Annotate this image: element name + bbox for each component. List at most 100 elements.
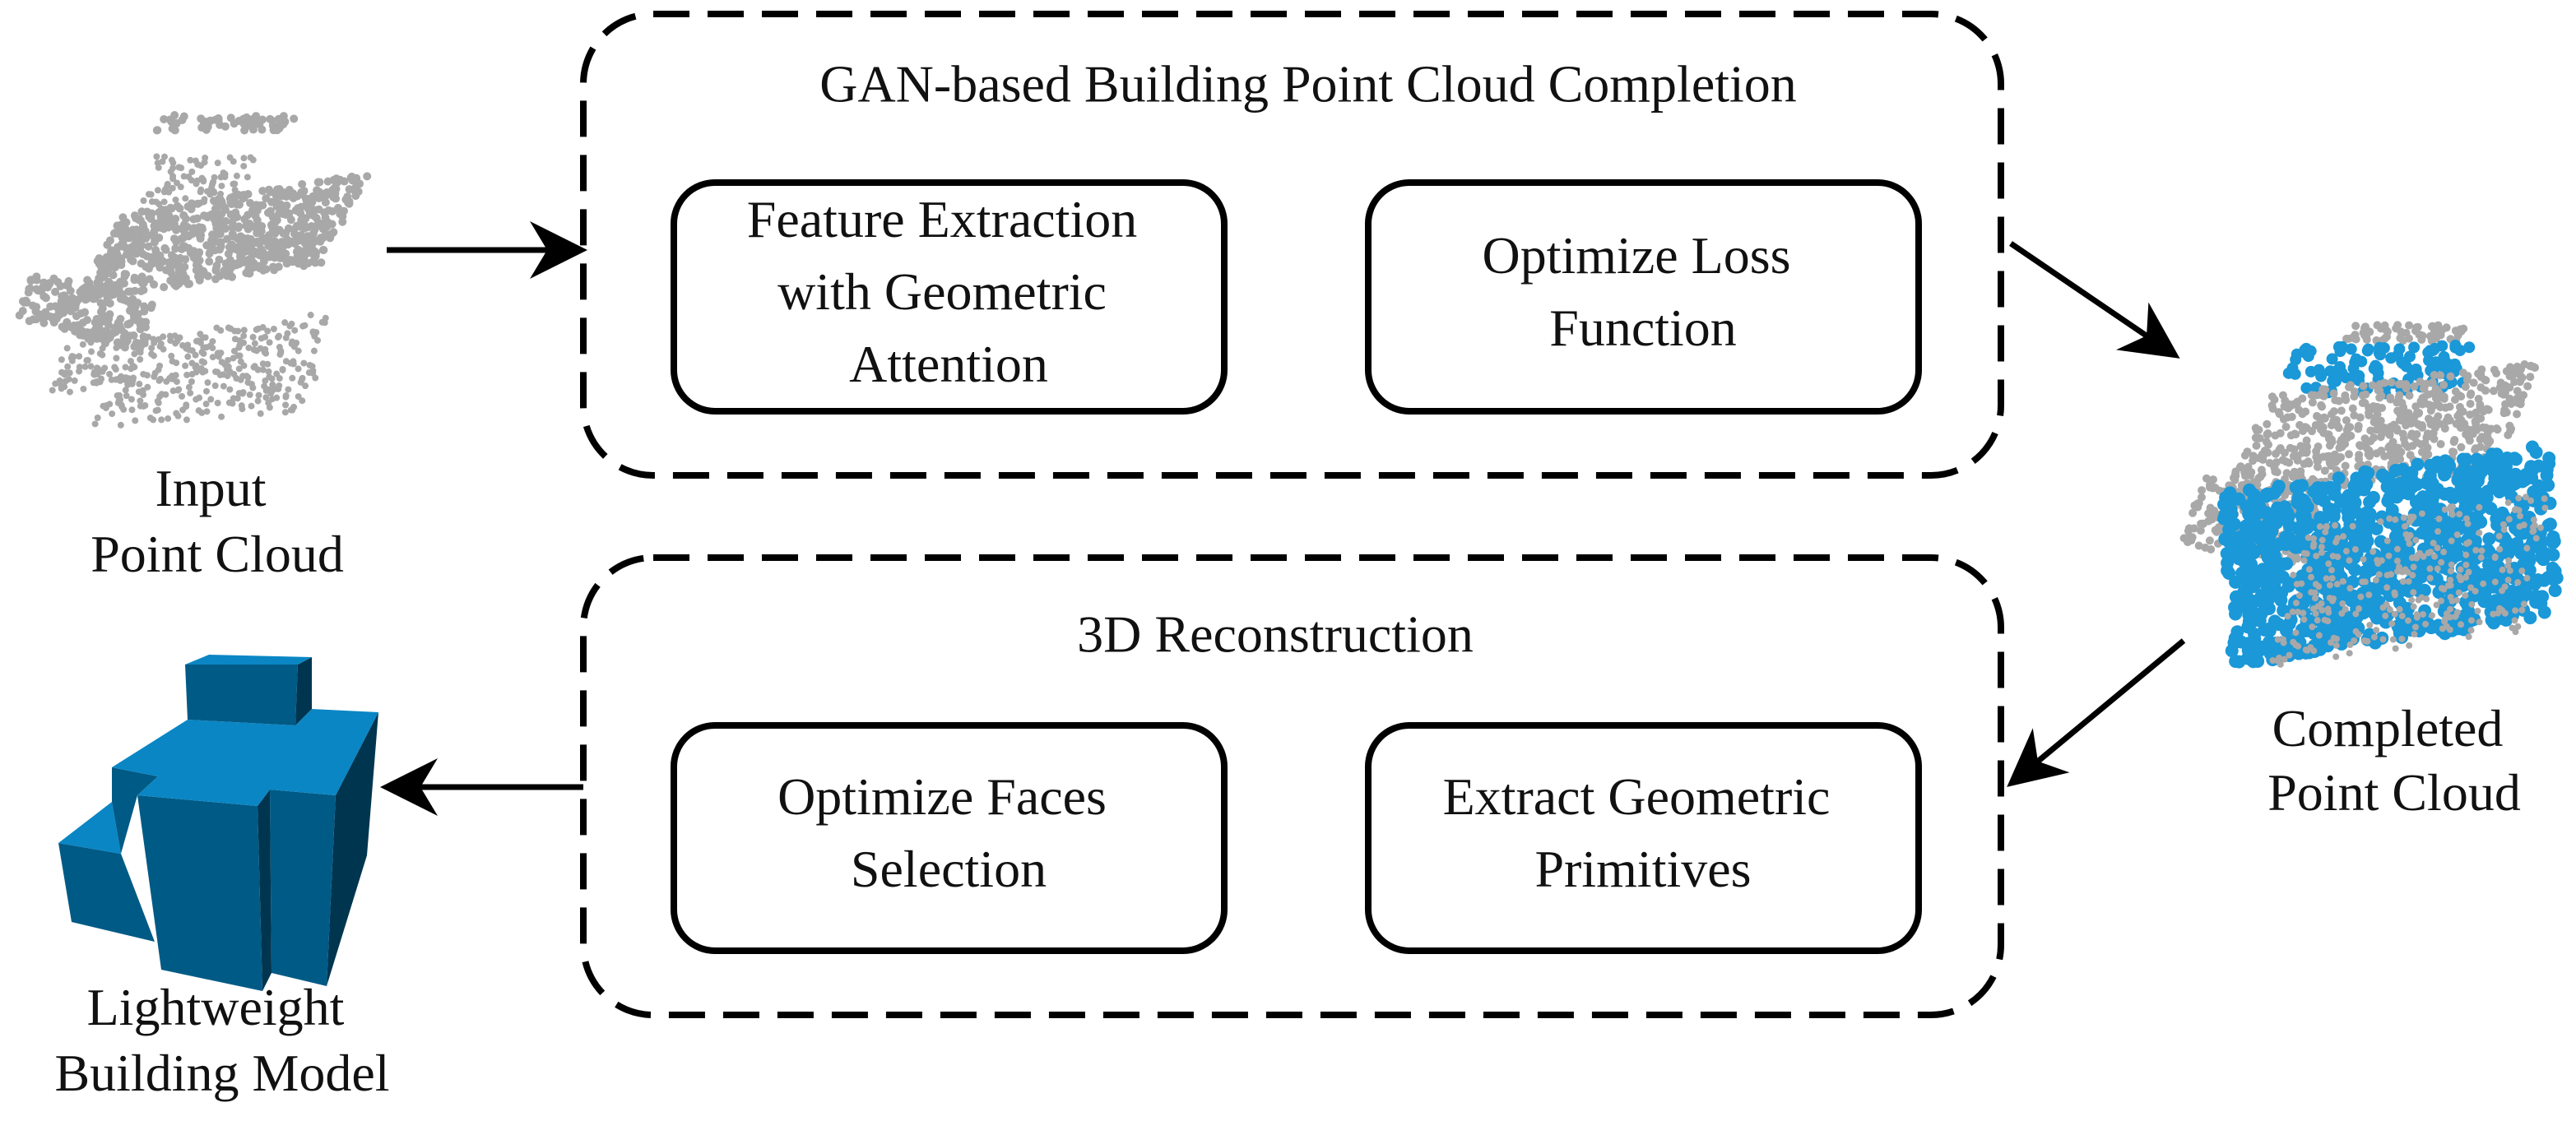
point xyxy=(170,126,179,135)
point xyxy=(189,215,198,224)
point xyxy=(2304,534,2312,541)
point xyxy=(276,350,284,358)
point xyxy=(281,117,290,126)
point xyxy=(2281,655,2288,663)
point xyxy=(2251,433,2260,442)
point xyxy=(92,314,101,323)
point xyxy=(2362,333,2371,342)
point xyxy=(2516,523,2523,530)
point xyxy=(2369,521,2383,535)
point xyxy=(178,267,187,276)
point xyxy=(141,227,150,236)
point xyxy=(2198,486,2207,495)
point xyxy=(2276,428,2285,438)
point xyxy=(282,401,290,409)
point xyxy=(2534,596,2548,610)
point xyxy=(2307,391,2316,400)
point xyxy=(169,184,176,192)
point xyxy=(216,371,224,378)
point xyxy=(2447,605,2454,613)
point xyxy=(174,261,183,270)
point xyxy=(2462,592,2469,600)
point xyxy=(2540,468,2554,482)
point xyxy=(255,391,262,399)
point xyxy=(140,197,147,205)
point xyxy=(182,195,189,202)
point xyxy=(2372,425,2381,434)
point xyxy=(2218,532,2232,546)
point xyxy=(259,324,267,331)
point xyxy=(2307,644,2314,651)
point xyxy=(2327,375,2339,387)
point xyxy=(2257,596,2271,610)
point xyxy=(2499,587,2506,595)
point xyxy=(2398,612,2406,619)
point xyxy=(130,374,137,382)
point xyxy=(78,327,87,336)
point xyxy=(172,118,181,127)
point xyxy=(2520,600,2527,608)
point xyxy=(2412,323,2421,332)
point xyxy=(2513,410,2522,419)
point xyxy=(2362,512,2376,526)
point xyxy=(135,344,142,351)
point xyxy=(2470,510,2484,524)
point xyxy=(2302,350,2314,363)
point xyxy=(2382,612,2389,619)
point xyxy=(2539,547,2553,561)
point xyxy=(2236,462,2245,471)
point xyxy=(2300,557,2308,564)
point xyxy=(2398,635,2406,642)
point xyxy=(2467,617,2475,624)
point xyxy=(2541,504,2549,512)
extract-primitives-box xyxy=(1365,722,1922,954)
point xyxy=(338,217,347,226)
point xyxy=(255,264,264,273)
point xyxy=(363,172,372,181)
point xyxy=(2441,506,2448,513)
point xyxy=(2416,549,2424,557)
point xyxy=(131,364,138,371)
point xyxy=(2362,343,2374,355)
point xyxy=(2481,376,2490,385)
point xyxy=(2440,549,2448,556)
point xyxy=(2392,516,2399,523)
point xyxy=(179,112,188,121)
point xyxy=(2351,545,2359,553)
point xyxy=(2388,438,2397,447)
point xyxy=(209,354,216,361)
point xyxy=(355,179,364,188)
point xyxy=(2375,468,2389,482)
point xyxy=(170,111,179,120)
point xyxy=(195,276,204,285)
point xyxy=(2409,572,2416,579)
point xyxy=(126,287,135,296)
point xyxy=(2391,589,2398,596)
point xyxy=(2383,601,2390,609)
point xyxy=(2513,394,2522,403)
point xyxy=(2424,450,2433,459)
point xyxy=(2373,627,2380,634)
point xyxy=(2332,653,2340,660)
point xyxy=(155,366,162,373)
point xyxy=(2291,496,2304,510)
point xyxy=(125,319,134,328)
point xyxy=(2411,402,2421,411)
point xyxy=(2328,567,2335,574)
point xyxy=(317,234,326,243)
point xyxy=(2246,655,2260,669)
point xyxy=(2312,447,2321,456)
point xyxy=(267,222,276,231)
point xyxy=(2408,554,2416,562)
point xyxy=(181,274,190,283)
point xyxy=(214,399,221,406)
point xyxy=(2341,391,2350,400)
point xyxy=(276,375,283,382)
point xyxy=(2361,390,2370,399)
point xyxy=(2334,345,2346,358)
point xyxy=(160,114,169,123)
point xyxy=(2404,535,2411,542)
point xyxy=(226,368,234,375)
point xyxy=(2434,544,2441,552)
point xyxy=(295,365,302,373)
